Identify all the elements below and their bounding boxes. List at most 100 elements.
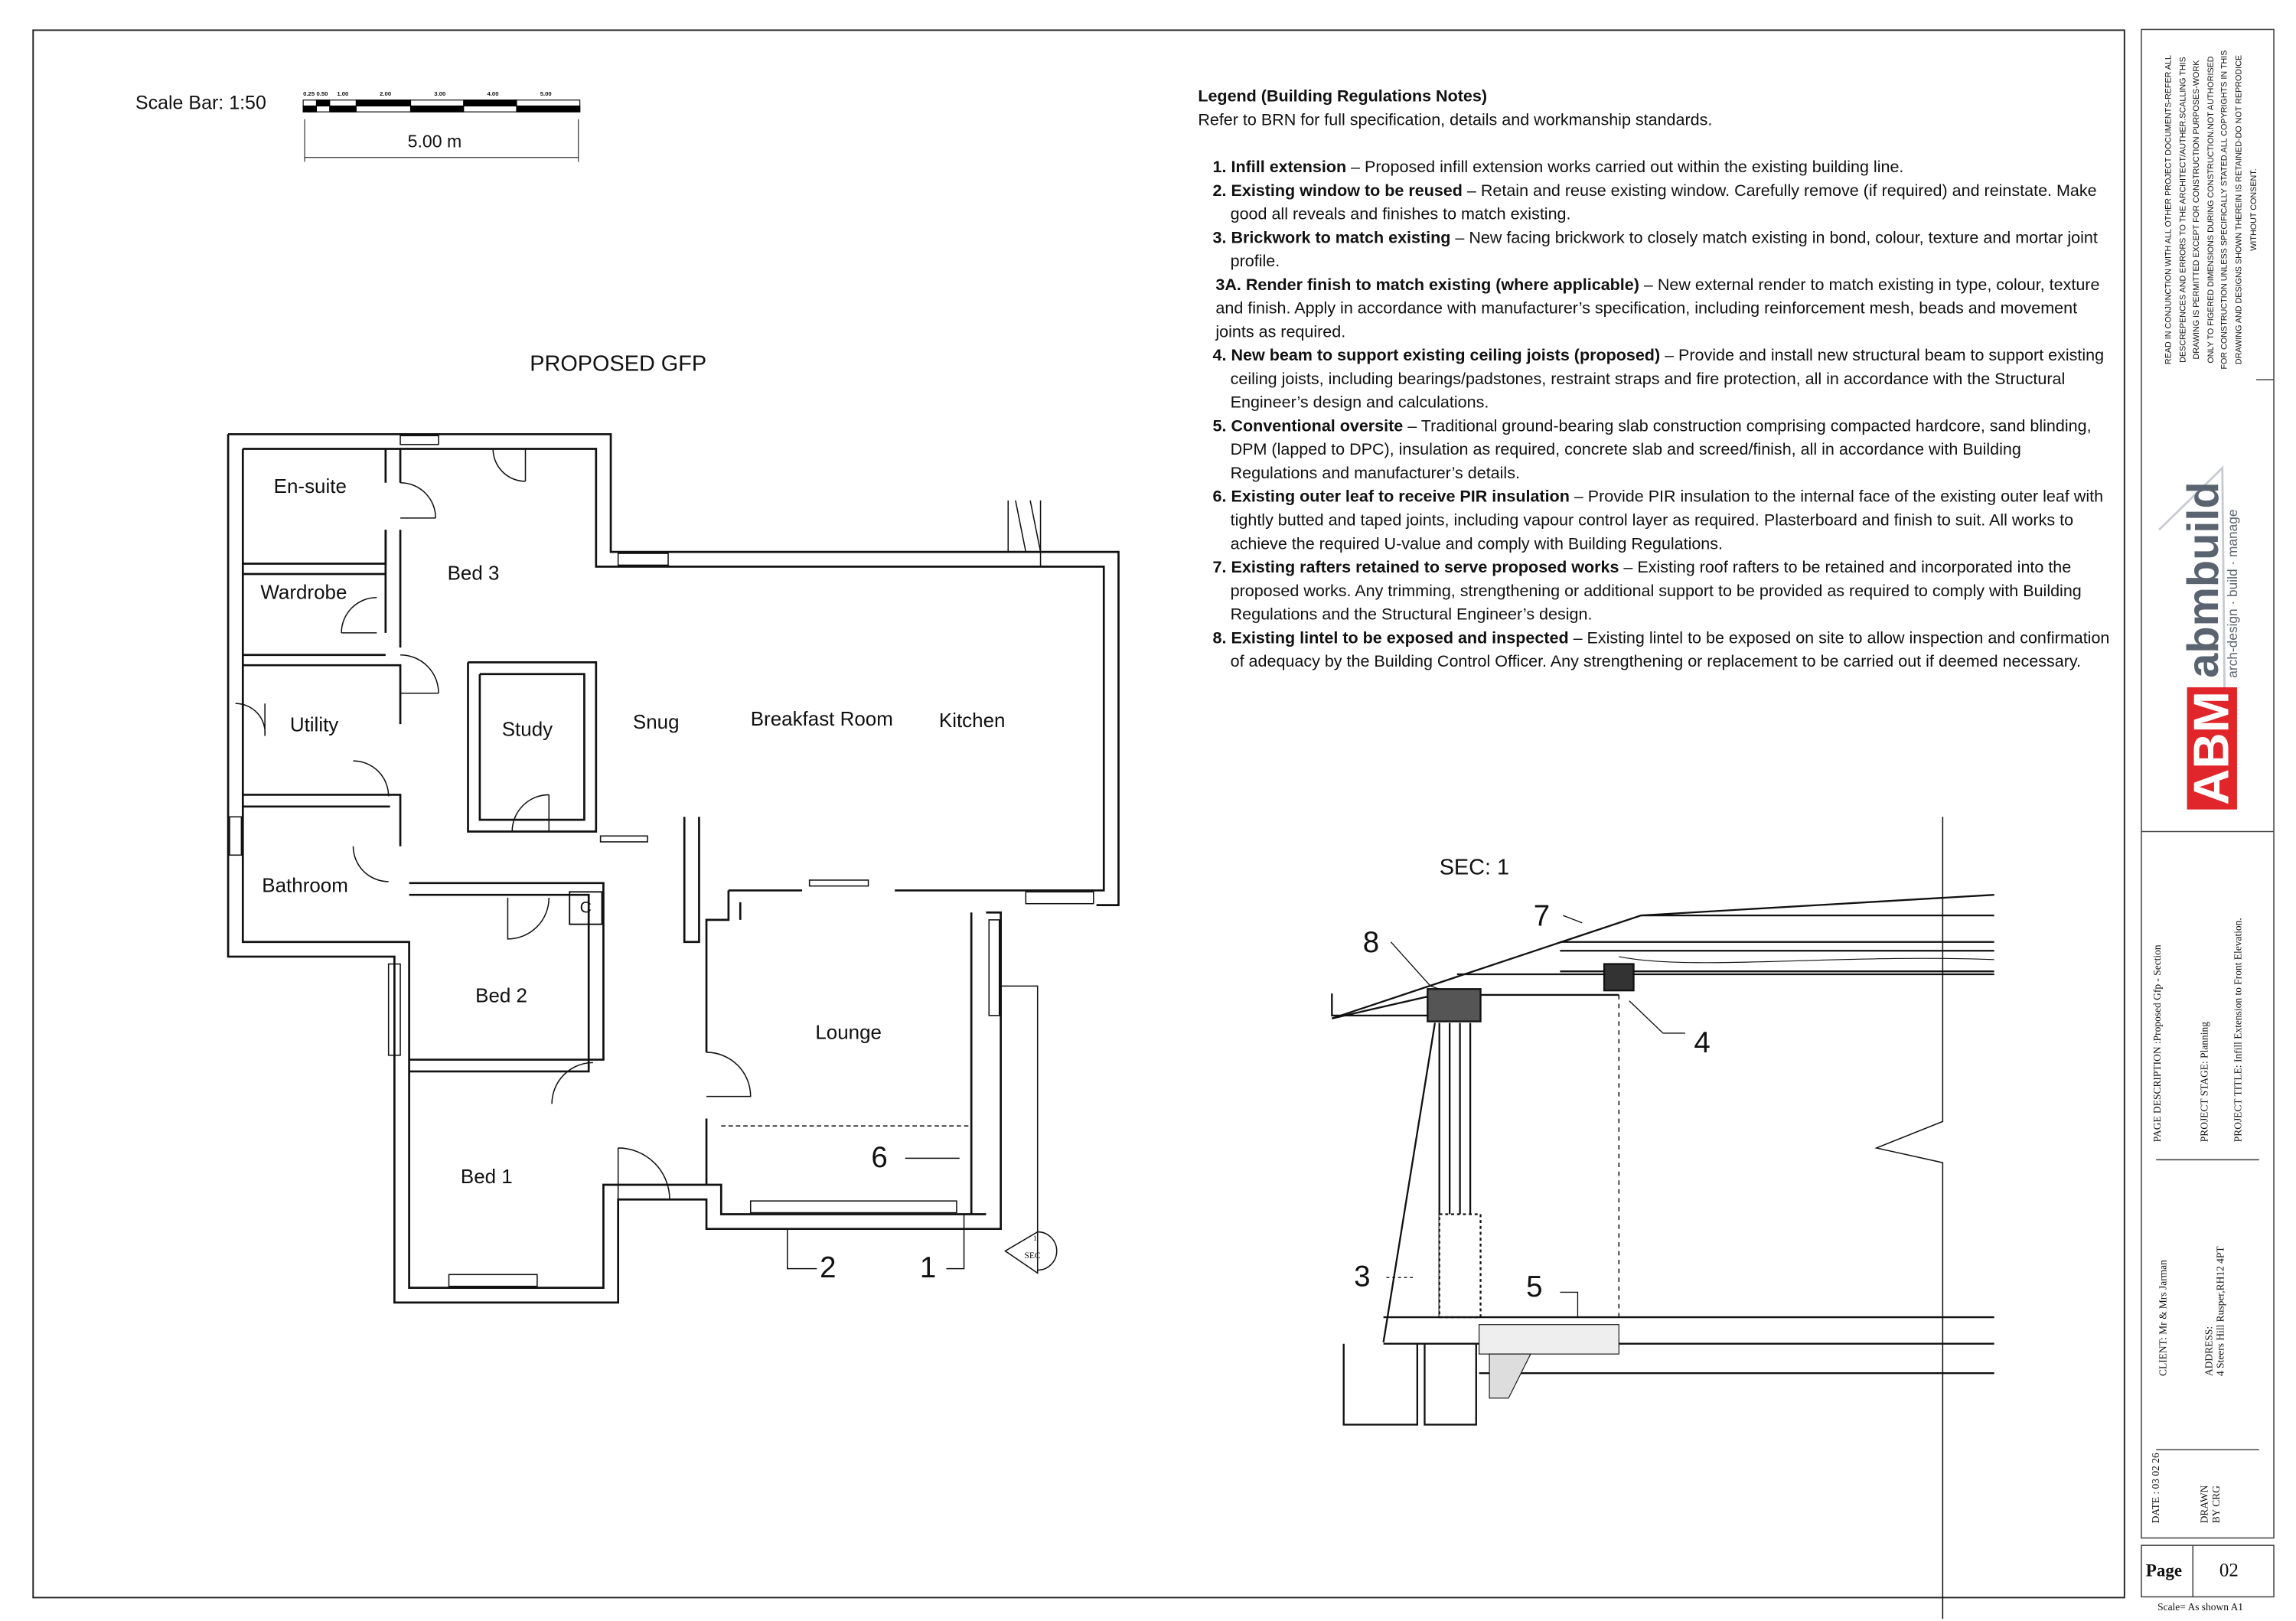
legend-item-heading: 1. Infill extension	[1213, 159, 1347, 177]
callout-2: 2	[820, 1252, 837, 1285]
callout-6: 6	[871, 1142, 888, 1175]
tick-label: 2.00	[380, 90, 392, 97]
section-drawing	[1331, 817, 1994, 1619]
disclaimer-line: WITHOUT CONSENT.	[2249, 168, 2258, 251]
section-marker-num: 1	[1032, 1236, 1037, 1244]
room-label-kitchen: Kitchen	[938, 709, 1006, 732]
room-label-bed-1: Bed 1	[460, 1166, 513, 1188]
scale-bar	[302, 99, 581, 162]
callout-3: 3	[1354, 1261, 1371, 1294]
project-stage: PROJECT STAGE: Planning	[2198, 1022, 2211, 1143]
legend-item-text: – Existing roof rafters to be retained a…	[1230, 559, 2082, 625]
plan-title: PROPOSED GFP	[530, 351, 707, 377]
disclaimer-line: READ IN CONJUNCTION WITH ALL OTHER PROJE…	[2164, 55, 2174, 365]
address-label: ADDRESS:	[2203, 1326, 2216, 1377]
callout-1: 1	[919, 1252, 937, 1285]
disclaimer-line: DRAWING AND DESIGNS SHOWN THEREIN IS RET…	[2235, 54, 2245, 365]
logo-name: abmbuild	[2179, 481, 2229, 678]
legend-item-number: 2.	[1212, 182, 1227, 201]
tick-label: 0.50	[316, 90, 328, 97]
room-label-study: Study	[501, 718, 553, 741]
scale-bar-label: Scale Bar: 1:50	[135, 91, 266, 114]
legend-item-title: Existing window to be reused	[1231, 182, 1463, 201]
legend-item-title: New beam to support existing ceiling joi…	[1231, 347, 1661, 365]
floor-plan-walls	[227, 432, 1120, 1304]
legend-item: 6. Existing outer leaf to receive PIR in…	[1198, 486, 2110, 556]
legend-item-number: 4.	[1212, 347, 1227, 365]
page-number: 02	[2219, 1558, 2239, 1581]
disclaimer-line: FOR CONSTRUCTION UNLESS SPECIFICALLY STA…	[2221, 50, 2231, 370]
legend-item: 7. Existing rafters retained to serve pr…	[1198, 556, 2110, 627]
room-label-lounge: Lounge	[815, 1021, 882, 1044]
client: CLIENT: Mr & Mrs Jarman	[2157, 1260, 2170, 1377]
disclaimer-line: DRAWING IS PERMITTED EXCEPT FOR CONSTRUC…	[2193, 60, 2203, 360]
legend-item-heading: 6. Existing outer leaf to receive PIR in…	[1213, 488, 1570, 506]
room-label-en-suite: En-suite	[273, 475, 347, 497]
project-title: PROJECT TITLE: Infill Extension to Front…	[2232, 918, 2245, 1143]
room-label-wardrobe: Wardrobe	[260, 581, 347, 604]
section-marker-label: SEC	[1024, 1252, 1041, 1262]
section-title: SEC: 1	[1439, 855, 1510, 880]
legend-title: Legend (Building Regulations Notes)	[1198, 88, 1488, 106]
callout-5: 5	[1526, 1271, 1543, 1304]
room-label-bed-3: Bed 3	[447, 562, 500, 585]
legend-item-title: Existing lintel to be exposed and inspec…	[1231, 630, 1569, 648]
logo-tagline: arch-design · build · manage	[2225, 509, 2240, 678]
legend-item-text: – New facing brickwork to closely match …	[1230, 229, 2098, 271]
legend-item: 1. Infill extension – Proposed infill ex…	[1198, 156, 2110, 180]
legend-item-text: – New external render to match existing …	[1215, 276, 2100, 342]
legend-item-number: 1.	[1212, 158, 1227, 177]
legend-item-number: 8.	[1212, 630, 1227, 648]
legend-item-title: Existing outer leaf to receive PIR insul…	[1231, 488, 1570, 507]
legend-item-heading: 5. Conventional oversite	[1213, 418, 1404, 435]
legend-item-title: Conventional oversite	[1231, 418, 1404, 436]
legend-item: 3A. Render finish to match existing (whe…	[1198, 274, 2110, 344]
tick-label: 5.00	[540, 90, 552, 97]
room-label-bathroom: Bathroom	[262, 874, 348, 897]
legend-item-heading: 4. New beam to support existing ceiling …	[1213, 347, 1661, 365]
tick-label: 1.00	[337, 90, 349, 97]
legend-item-title: Existing rafters retained to serve propo…	[1231, 559, 1619, 577]
legend-item-text: – Retain and reuse existing window. Care…	[1230, 182, 2097, 224]
legend-item-title: Brickwork to match existing	[1231, 229, 1451, 248]
callout-4: 4	[1694, 1027, 1711, 1060]
legend-item: 3. Brickwork to match existing – New fac…	[1198, 227, 2110, 274]
legend-item-heading: 2. Existing window to be reused	[1213, 182, 1463, 200]
legend-item-number: 5.	[1212, 418, 1227, 436]
legend-item-heading: 8. Existing lintel to be exposed and ins…	[1213, 630, 1569, 647]
company-logo: ABM abmbuild arch-design · build · manag…	[2179, 481, 2240, 810]
tick-label: 4.00	[487, 90, 499, 97]
callout-8: 8	[1362, 927, 1380, 960]
legend-item-number: 7.	[1212, 559, 1227, 577]
page-description: PAGE DESCRIPTION :Proposed Gfp - Section	[2151, 944, 2164, 1143]
sheet-frame	[32, 29, 2125, 1599]
tick-label: 3.00	[434, 90, 446, 97]
room-label-breakfast-room: Breakfast Room	[750, 707, 893, 730]
legend-item-title: Render finish to match existing (where a…	[1245, 276, 1639, 295]
legend-intro: Refer to BRN for full specification, det…	[1198, 112, 1713, 130]
drawn-by: BY CRG	[2210, 1486, 2223, 1524]
room-label-bed-2: Bed 2	[475, 984, 527, 1007]
address: 4 Steers Hill Rusper,RH12 4PT	[2215, 1246, 2227, 1377]
legend-item-number: 6.	[1212, 488, 1227, 507]
legend-item-text: – Traditional ground-bearing slab constr…	[1230, 418, 2092, 483]
legend-item-number: 3A.	[1215, 276, 1241, 295]
legend: Legend (Building Regulations Notes) Refe…	[1198, 86, 2110, 674]
disclaimer-line: DESCREPENCES AND ERRORS TO THE ARCHITECT…	[2179, 57, 2188, 363]
logo-mark: ABM	[2184, 687, 2240, 810]
legend-item: 2. Existing window to be reused – Retain…	[1198, 180, 2110, 227]
cupboard-label: C	[579, 899, 592, 918]
room-label-snug: Snug	[632, 710, 680, 733]
scale-note: Scale= As shown A1	[2157, 1601, 2244, 1613]
legend-item-number: 3.	[1212, 229, 1227, 248]
legend-item-text: – Provide and install new structural bea…	[1230, 347, 2105, 413]
scale-bar-length: 5.00 m	[407, 131, 462, 152]
page-label: Page	[2145, 1560, 2183, 1581]
legend-item: 4. New beam to support existing ceiling …	[1198, 344, 2110, 415]
legend-item-text: – Provide PIR insulation to the internal…	[1230, 488, 2104, 554]
legend-item-heading: 3. Brickwork to match existing	[1213, 230, 1451, 247]
callout-7: 7	[1533, 900, 1551, 934]
legend-item: 8. Existing lintel to be exposed and ins…	[1198, 627, 2110, 674]
